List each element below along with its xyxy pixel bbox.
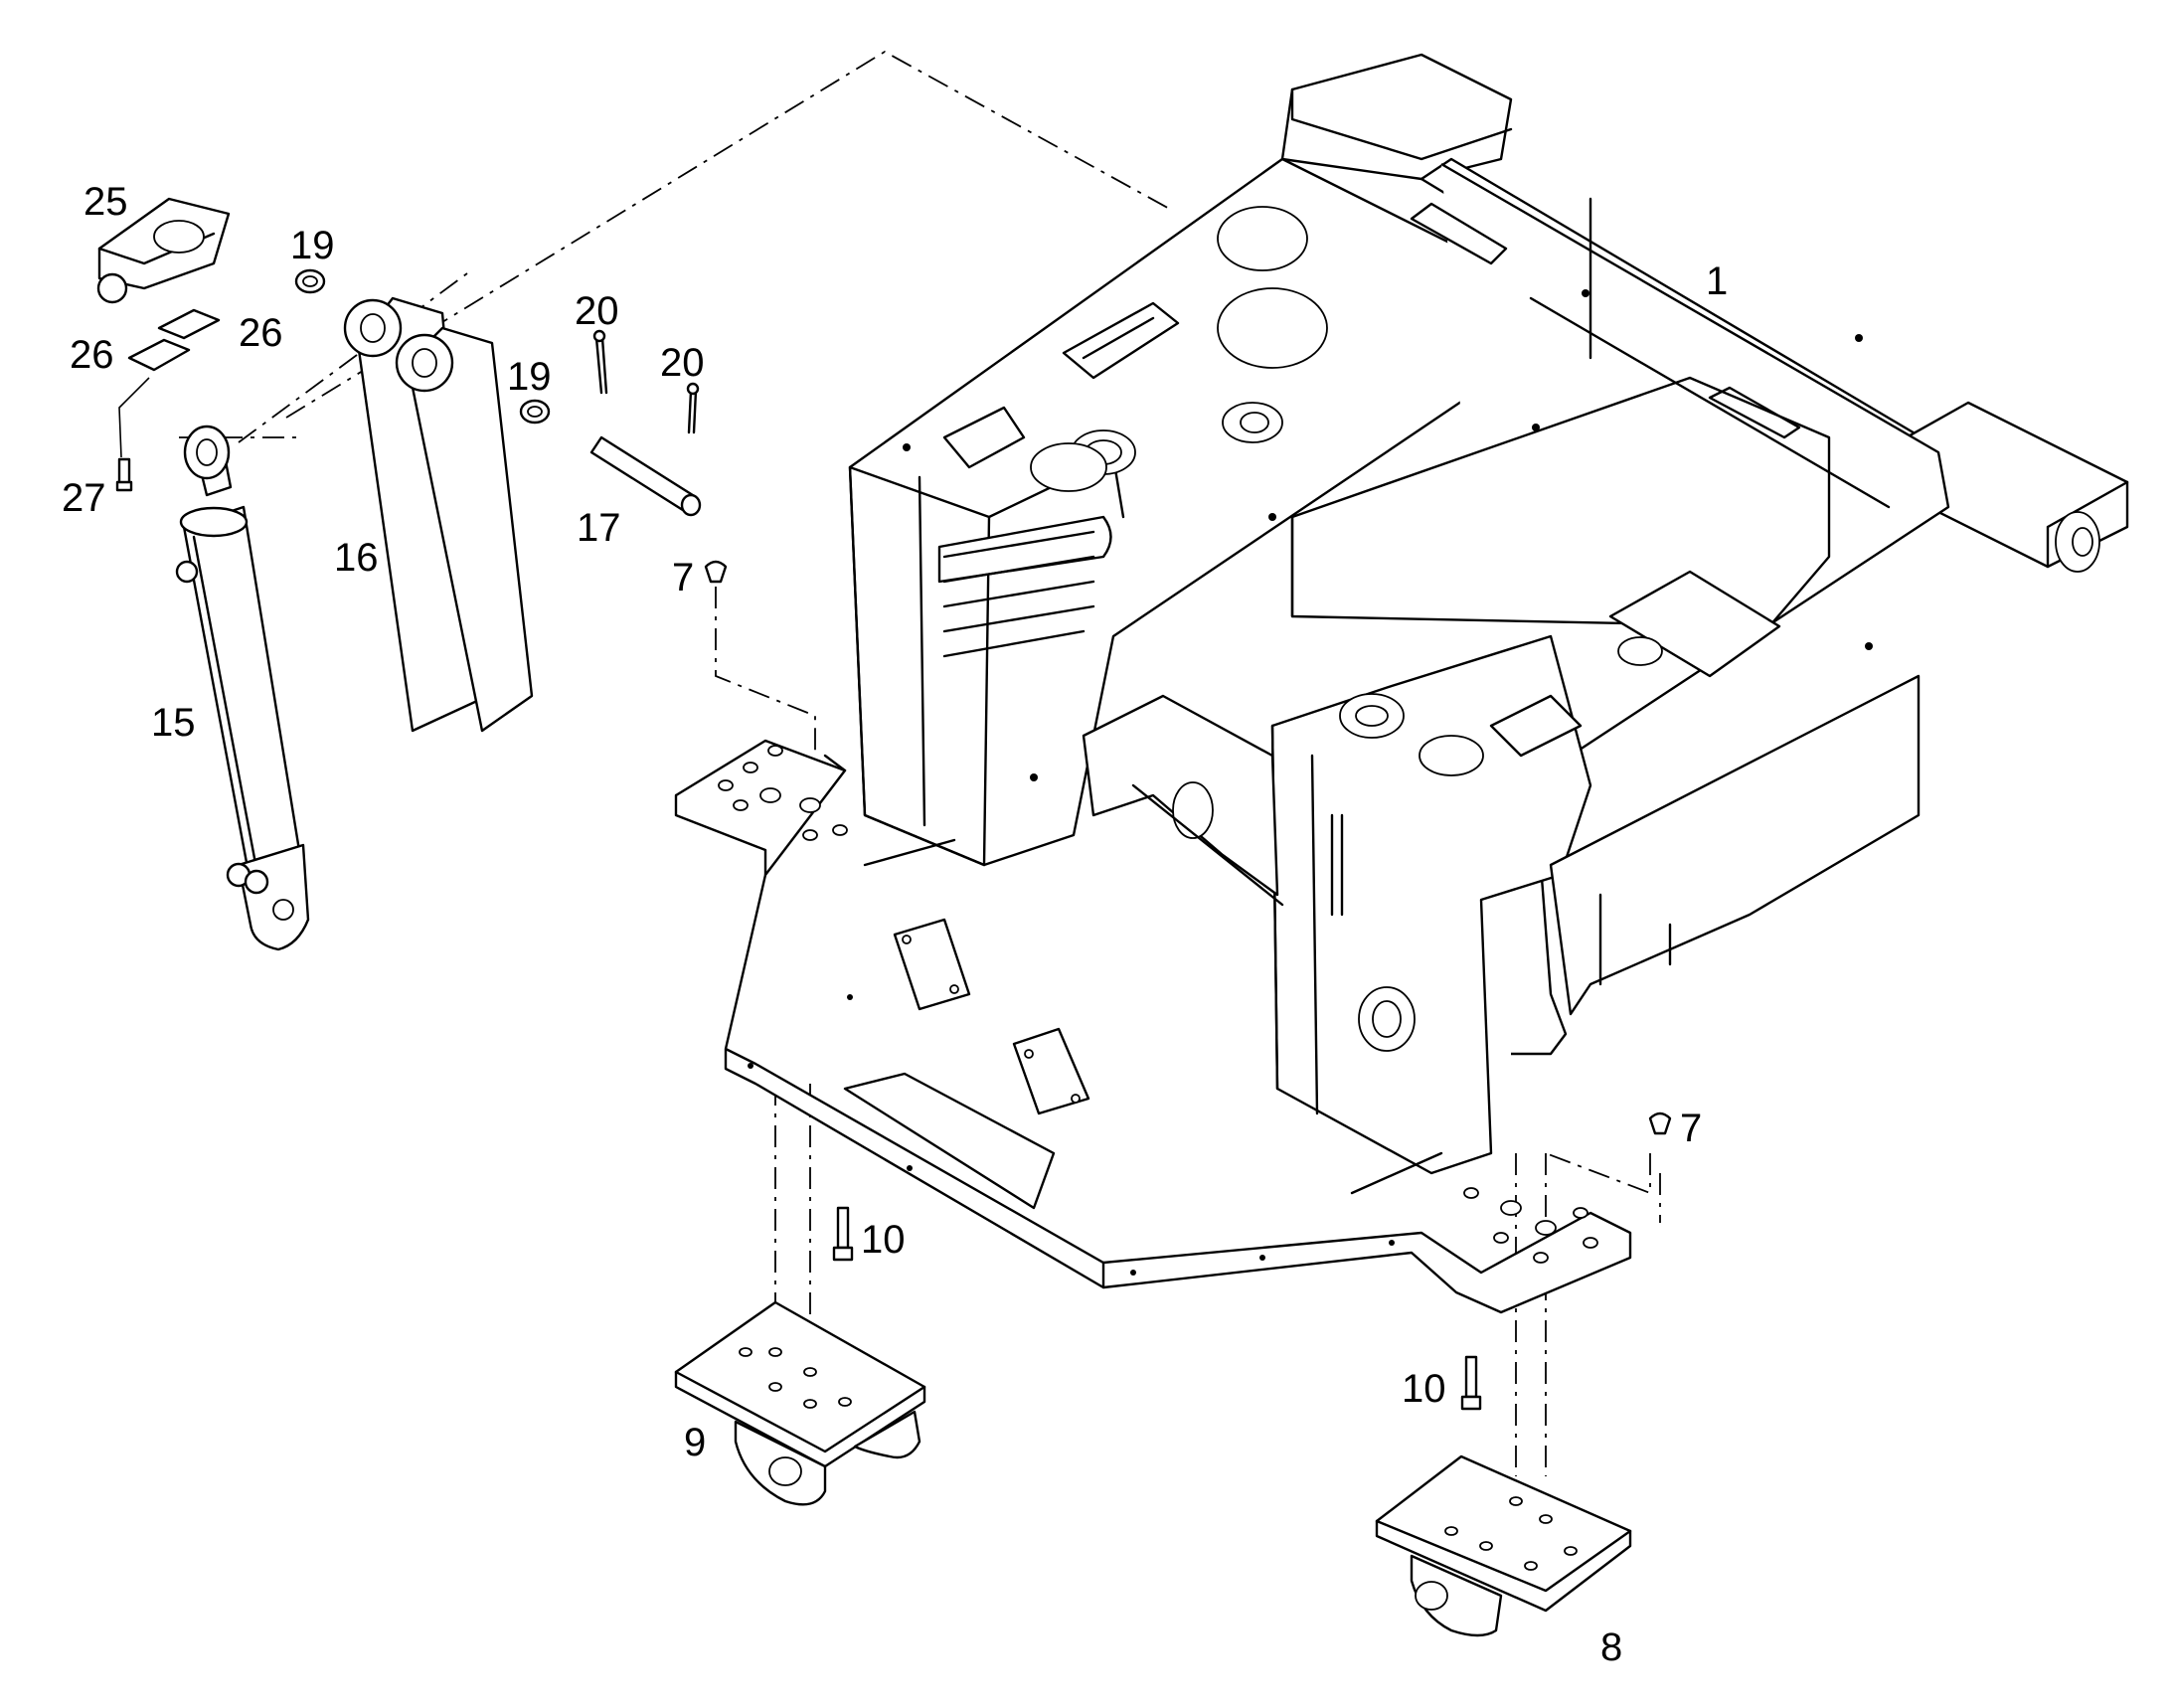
callout-10-upper: 10 bbox=[861, 1218, 906, 1262]
callout-20-right: 20 bbox=[660, 341, 705, 385]
callout-25: 25 bbox=[84, 180, 128, 224]
callout-19-lower: 19 bbox=[507, 355, 552, 399]
bolt-part-10 bbox=[832, 1206, 1482, 1411]
washers-part-19 bbox=[294, 268, 551, 425]
callout-9: 9 bbox=[684, 1421, 706, 1464]
pin-part-17 bbox=[589, 435, 702, 517]
plug-part-7 bbox=[704, 560, 1672, 1135]
callout-27: 27 bbox=[62, 476, 106, 520]
callout-15: 15 bbox=[151, 701, 196, 745]
foot-part-9 bbox=[674, 1300, 926, 1506]
callout-26-left: 26 bbox=[70, 333, 114, 377]
callout-20-left: 20 bbox=[575, 289, 619, 333]
callout-labels: 1 25 19 26 26 20 20 19 27 17 16 7 15 7 1… bbox=[62, 180, 1728, 1669]
callout-26-right: 26 bbox=[239, 311, 283, 355]
callout-19-upper: 19 bbox=[290, 224, 335, 267]
split-pins-part-20 bbox=[592, 329, 700, 434]
base-plate bbox=[674, 739, 1632, 1314]
callout-1: 1 bbox=[1706, 259, 1728, 303]
main-frame-part-1 bbox=[848, 53, 2129, 1175]
foot-part-8 bbox=[1375, 1454, 1632, 1637]
screw-part-27 bbox=[115, 377, 150, 492]
bracket-part-25 bbox=[96, 197, 231, 304]
callout-16: 16 bbox=[334, 536, 379, 580]
callout-17: 17 bbox=[577, 506, 621, 550]
lever-arms-part-16 bbox=[343, 296, 534, 733]
callout-8: 8 bbox=[1600, 1625, 1622, 1669]
hydraulic-cylinder-part-15 bbox=[175, 425, 310, 951]
callout-7-upper: 7 bbox=[672, 556, 694, 599]
callout-10-lower: 10 bbox=[1402, 1367, 1446, 1411]
callout-7-lower: 7 bbox=[1680, 1107, 1702, 1150]
plates-part-26 bbox=[127, 308, 221, 372]
